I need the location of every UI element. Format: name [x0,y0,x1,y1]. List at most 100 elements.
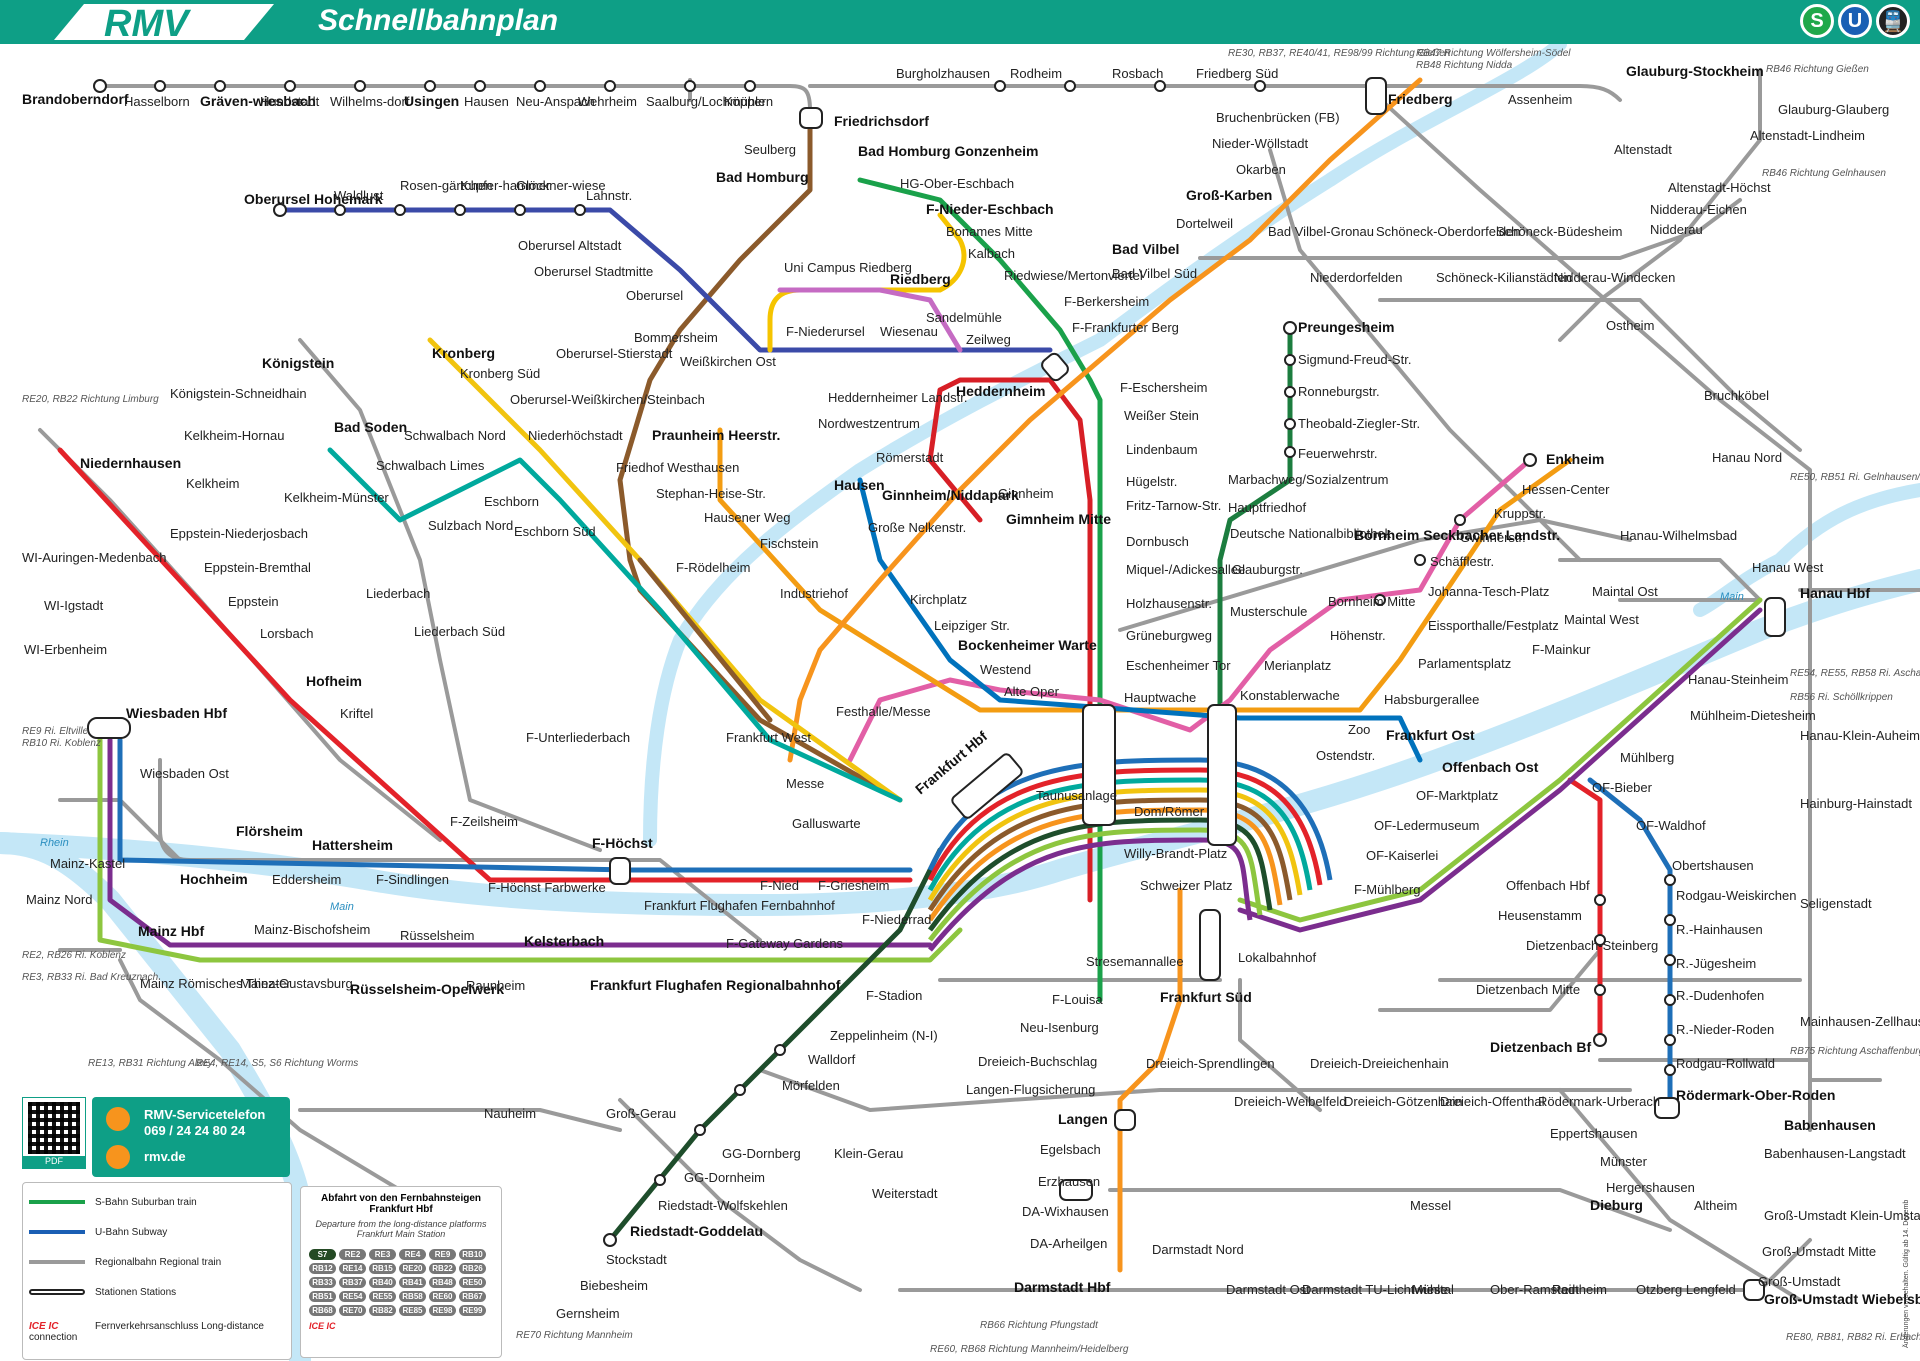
label-schwalbach-nord: Schwalbach Nord [404,428,506,443]
label-babenhausen-langstadt: Babenhausen-Langstadt [1764,1146,1906,1161]
station-roedermark-ober-roden [1654,1097,1680,1119]
label-darmstadt-ost: Darmstadt Ost [1226,1282,1310,1297]
train-icon: 🚆 [1876,4,1910,38]
label-bad-vilbel: Bad Vilbel [1112,241,1179,257]
label-eppstein-niederjosbach: Eppstein-Niederjosbach [170,526,308,541]
river-kinzig [1693,483,1920,617]
station-gross-umstadt-wiebelsbach [1743,1279,1765,1301]
label-dieburg: Dieburg [1590,1197,1643,1213]
dir-giessen2: RE30, RB37, RE40/41, RE98/99 Richtung Gi… [1228,48,1451,59]
label-heusenstamm: Heusenstamm [1498,908,1582,923]
departure-chip: RE99 [459,1305,486,1316]
river-label-rhein: Rhein [40,837,69,849]
departure-chip: RE98 [429,1305,456,1316]
label-eppertshausen: Eppertshausen [1550,1126,1637,1141]
label-hessen-center: Hessen-Center [1522,482,1610,497]
station-wiesbaden-hbf [87,717,131,739]
label-hausener-weg: Hausener Weg [704,510,790,525]
line-s4 [427,337,903,803]
dir-limburg: RE20, RB22 Richtung Limburg [22,394,159,405]
service-box[interactable]: RMV-Servicetelefon 069 / 24 24 80 24 rmv… [92,1097,290,1177]
label-oberursel-stadtmitte: Oberursel Stadtmitte [534,264,653,279]
dir-erbach: RE80, RB81, RB82 Ri. Erbach/Eberbach [1786,1332,1920,1343]
label-hasselborn: Hasselborn [124,94,190,109]
departure-title: Abfahrt von den Fernbahnsteigen Frankfur… [320,1193,481,1215]
qr-code[interactable]: PDF [22,1097,86,1169]
label-bonames-mitte: Bonames Mitte [946,224,1033,239]
label-gg-dornheim: GG-Dornheim [684,1170,765,1185]
label-saalburg: Saalburg/Lochmühle [646,94,765,109]
departure-chip: RE54 [339,1291,366,1302]
label-otzberg-lengfeld: Otzberg Lengfeld [1636,1282,1736,1297]
line-s7 [607,847,943,1243]
label-preungesheim: Preungesheim [1298,319,1394,335]
station-friedrichsdorf [799,107,823,129]
label-ostendstr: Ostendstr. [1316,748,1375,763]
label-f-hoechst-farbwerke: F-Höchst Farbwerke [488,880,606,895]
label-weisser-stein: Weißer Stein [1124,408,1199,423]
station-konstablerwache [1207,704,1237,846]
label-hochheim: Hochheim [180,871,248,887]
label-festhalle-messe: Festhalle/Messe [836,704,931,719]
label-f-eschersheim: F-Eschersheim [1120,380,1207,395]
label-dom-roemer: Dom/Römer [1134,804,1205,819]
label-nidderau-eichen: Nidderau-Eichen [1650,202,1747,217]
departure-chip: RB68 [309,1305,336,1316]
label-mainhausen-zellhausen: Mainhausen-Zellhausen [1800,1014,1920,1029]
label-f-gateway-gardens: F-Gateway Gardens [726,936,844,951]
dir-eltville: RE9 Ri. Eltville [22,726,89,737]
label-ginnheim: Ginnheim [998,486,1054,501]
label-f-nied: F-Nied [760,878,799,893]
service-phone[interactable]: 069 / 24 24 80 24 [144,1123,246,1138]
label-f-hoechst: F-Höchst [592,835,653,851]
label-hattersheim: Hattersheim [312,837,393,853]
dir-alzey: RE13, RB31 Richtung Alzey [88,1058,214,1069]
line-u8 [777,287,963,353]
header-bar: RMV Schnellbahnplan S U 🚆 [0,0,1920,44]
label-weisskirchen-ost: Weißkirchen Ost [680,354,776,369]
label-klein-gerau: Klein-Gerau [834,1146,903,1161]
line-u7 [717,427,1573,713]
network-map[interactable]: Brandoberndorf Hasselborn Gräven-wiesbac… [0,44,1920,1361]
service-web[interactable]: rmv.de [144,1149,186,1164]
label-langen-flugsicherung: Langen-Flugsicherung [966,1082,1095,1097]
station-labels: Brandoberndorf Hasselborn Gräven-wiesbac… [22,63,1920,1321]
label-offenbach-ost: Offenbach Ost [1442,759,1539,775]
label-hanau-nord: Hanau Nord [1712,450,1782,465]
label-offenbach-hbf: Offenbach Hbf [1506,878,1590,893]
departure-chip: RE50 [459,1277,486,1288]
departure-chip: RB82 [369,1305,396,1316]
label-fritz-tarnow-str: Fritz-Tarnow-Str. [1126,498,1221,513]
label-roemerstadt: Römerstadt [876,450,944,465]
label-oberursel-hohemark: Oberursel Hohemark [244,191,383,207]
label-raunheim: Raunheim [466,978,525,993]
label-roedermark-ober-roden: Rödermark-Ober-Roden [1676,1087,1835,1103]
departure-chip: RB40 [369,1277,396,1288]
line-u2 [857,177,1103,1003]
legend: S-Bahn Suburban train U-Bahn Subway Regi… [22,1182,292,1360]
label-maintal-west: Maintal West [1564,612,1639,627]
departure-chip: S7 [309,1249,336,1260]
label-hg-ober-eschbach: HG-Ober-Eschbach [900,176,1014,191]
label-wilhelmsdorf: Wilhelms-dorf [330,94,410,109]
label-f-niederrad: F-Niederrad [862,912,931,927]
qr-pattern [28,1102,80,1154]
departure-chip: RB33 [309,1277,336,1288]
label-f-sindlingen: F-Sindlingen [376,872,449,887]
departure-chip: RB48 [429,1277,456,1288]
line-u1b [927,387,983,523]
label-muehlheim-dietesheim: Mühlheim-Dietesheim [1690,708,1816,723]
line-s3 [327,447,903,803]
station-f-hoechst [609,857,631,885]
rivers [0,44,1920,1361]
label-uni-campus-riedberg: Uni Campus Riedberg [784,260,912,275]
label-f-unterliederbach: F-Unterliederbach [526,730,630,745]
label-rodgau-rollwald: Rodgau-Rollwald [1676,1056,1775,1071]
legend-u: U-Bahn Subway [29,1227,167,1238]
label-riedstadt-goddelau: Riedstadt-Goddelau [630,1223,763,1239]
label-ruesselsheim: Rüsselsheim [400,928,474,943]
label-altenstadt-hoechst: Altenstadt-Höchst [1668,180,1771,195]
label-koeppern: Köppern [724,94,773,109]
label-kupferhammer: Kupfer-hammer [460,178,551,193]
label-ronneburgstr: Ronneburgstr. [1298,384,1380,399]
